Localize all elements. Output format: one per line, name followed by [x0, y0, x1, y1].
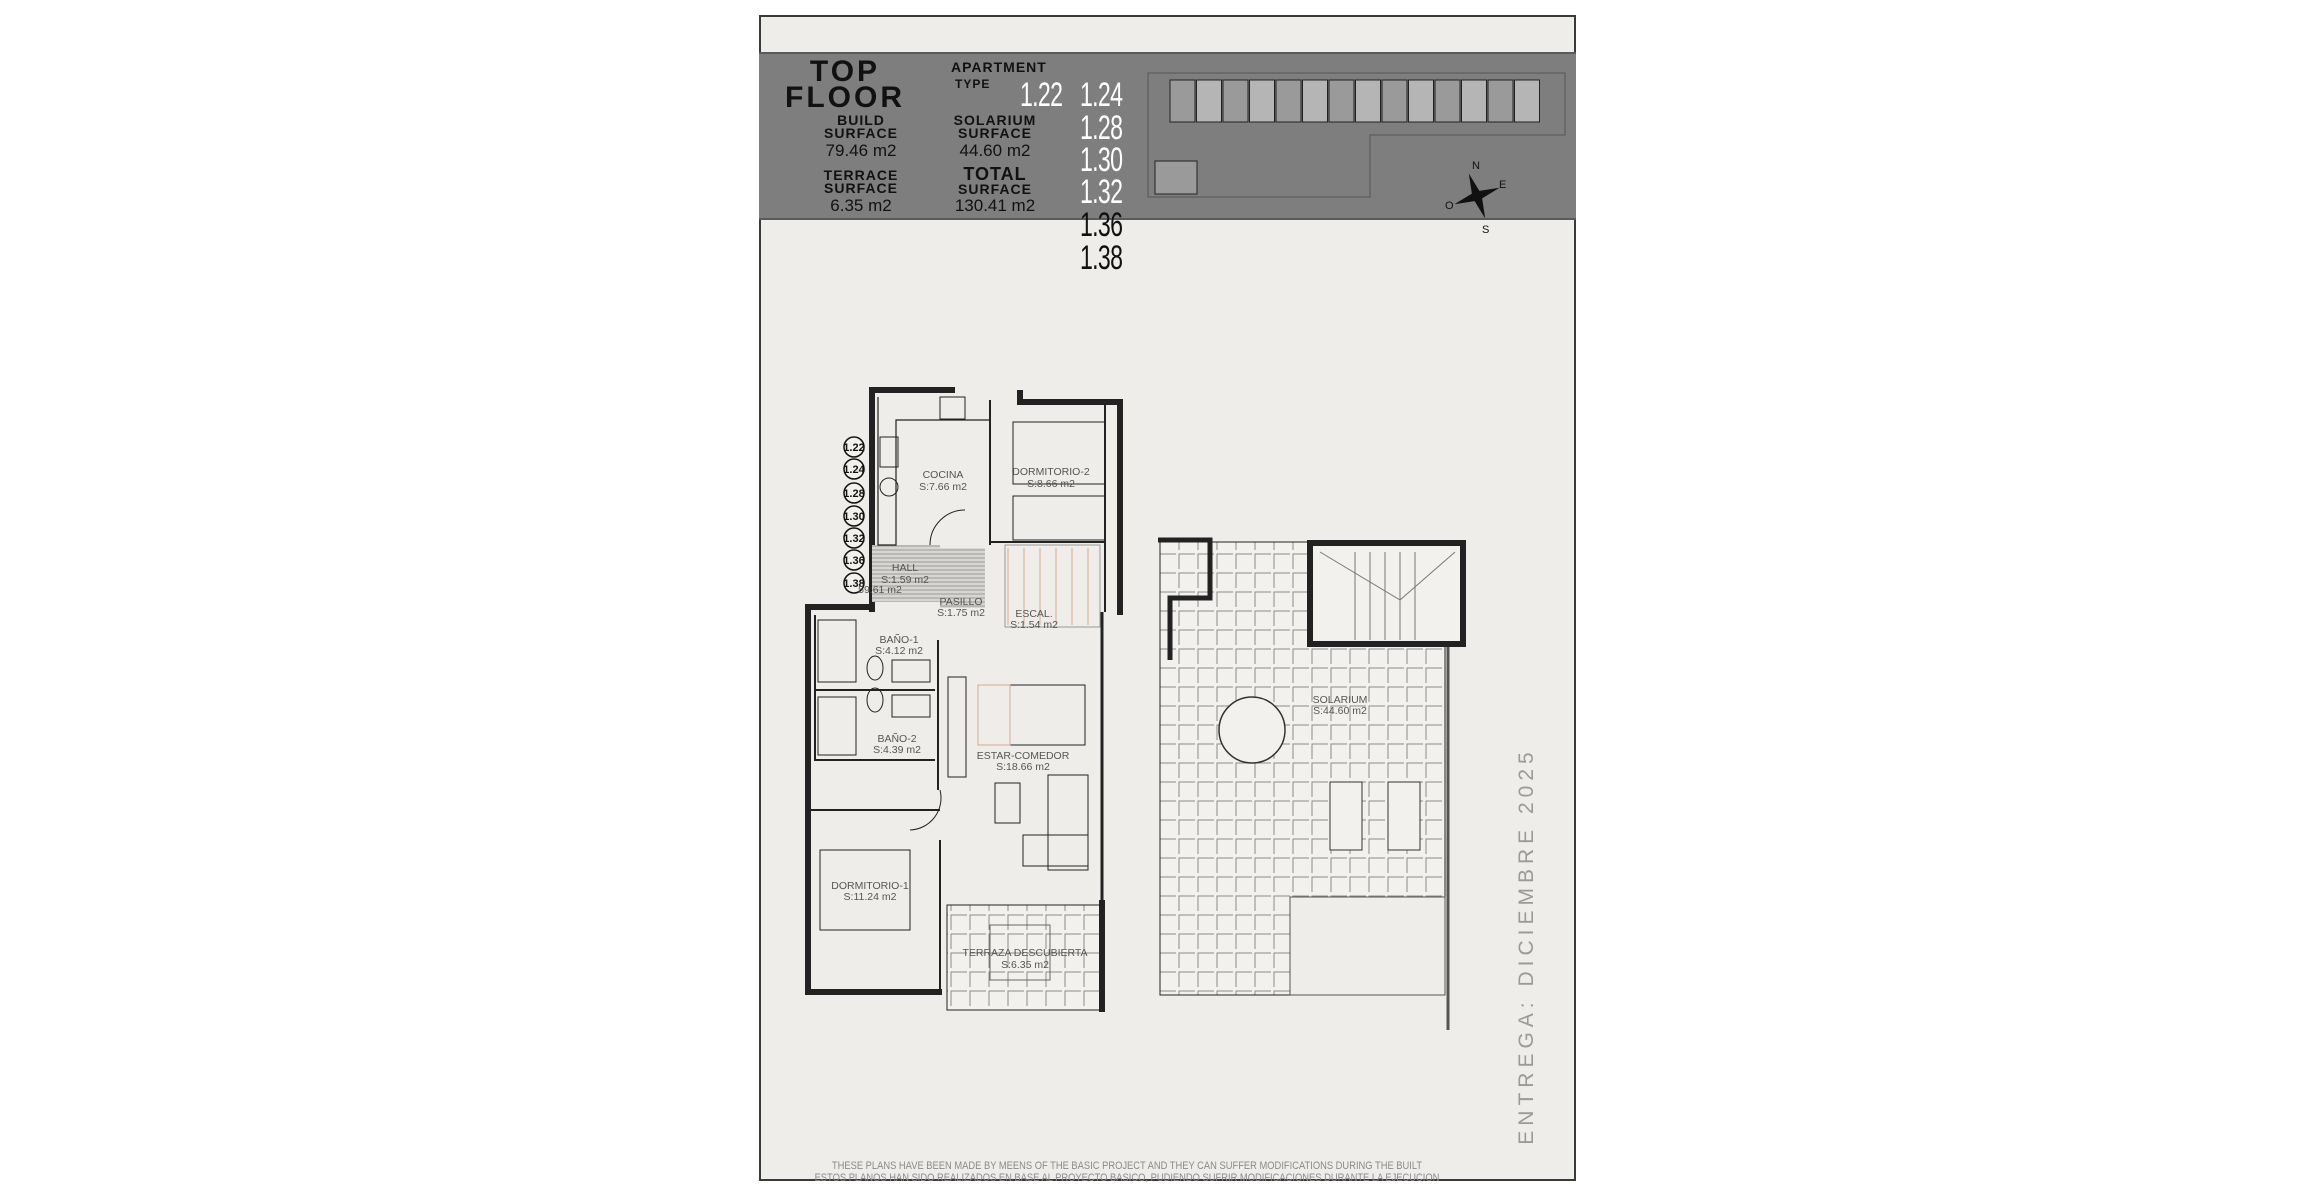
compass-icon: N E S O [1445, 160, 1506, 236]
solarium-surface-label-1: SOLARIUM [953, 112, 1037, 128]
site-building [1434, 79, 1461, 123]
solarium-surface-label-2: SURFACE [958, 125, 1032, 141]
room-estar-name: ESTAR-COMEDOR [977, 750, 1070, 762]
room-pasillo-name: PASILLO [940, 596, 983, 608]
room-solarium-area: S:44.60 m2 [1313, 705, 1367, 717]
compass-n: N [1472, 160, 1480, 172]
room-estar-area: S:18.66 m2 [996, 761, 1050, 773]
site-building [1302, 79, 1328, 123]
room-bano2-area: S:4.39 m2 [873, 744, 921, 756]
unit-marker: 1.24 [843, 458, 866, 480]
total-surface-label-2: SURFACE [958, 181, 1032, 197]
compass-s: S [1482, 224, 1489, 236]
room-cocina-area: S:7.66 m2 [919, 481, 967, 493]
room-labels: COCINA S:7.66 m2 DORMITORIO-2 S:8.66 m2 … [831, 466, 1367, 971]
unit-markers: 1.22 1.24 1.28 1.30 1.32 1.36 1.38 [843, 436, 866, 594]
site-map [1147, 72, 1566, 198]
terrace-surface-label-1: TERRACE [823, 167, 899, 183]
footer-disclaimer-en: THESE PLANS HAVE BEEN MADE BY MEENS OF T… [831, 1160, 1423, 1172]
solarium-area [1158, 537, 1466, 1030]
build-surface-label-1: BUILD [837, 112, 885, 128]
unit-marker-label: 1.28 [843, 488, 864, 500]
site-building [1222, 79, 1249, 123]
unit-marker-label: 1.30 [843, 511, 864, 523]
room-hall-extra: 59.61 m2 [858, 584, 902, 596]
room-hall-area: S:1.59 m2 [881, 574, 929, 586]
type-1-28: 1.28 [1080, 109, 1123, 147]
lower-block [805, 604, 1104, 995]
delivery-date: ENTREGA: DICIEMBRE 2025 [1515, 747, 1538, 1145]
upper-block [869, 387, 1123, 628]
floor-title-line2: FLOOR [785, 81, 905, 114]
compass-e: E [1499, 179, 1506, 191]
room-dormitorio2-area: S:8.66 m2 [1027, 478, 1075, 490]
floor-title-line1: TOP [809, 55, 881, 88]
unit-marker: 1.32 [843, 527, 865, 549]
unit-marker: 1.28 [843, 482, 865, 504]
type-1-30: 1.30 [1080, 141, 1123, 179]
room-escal-name: ESCAL. [1015, 608, 1052, 620]
type-1-38: 1.38 [1080, 239, 1123, 277]
room-dormitorio2-name: DORMITORIO-2 [1012, 466, 1090, 478]
unit-marker: 1.36 [843, 549, 865, 571]
unit-marker: 1.22 [843, 436, 865, 458]
type-label: TYPE [955, 77, 991, 91]
site-building [1355, 79, 1381, 123]
type-1-24: 1.24 [1080, 76, 1123, 114]
room-dormitorio1-name: DORMITORIO-1 [831, 880, 909, 892]
site-building [1408, 79, 1434, 123]
room-hall-name: HALL [892, 562, 918, 574]
room-bano1-name: BAÑO-1 [879, 633, 918, 646]
site-building [1461, 79, 1487, 123]
unit-marker-label: 1.38 [843, 578, 864, 590]
site-building [1275, 79, 1302, 123]
total-surface-label-1: TOTAL [963, 164, 1027, 184]
terrace-area [946, 900, 1105, 1012]
terrace-surface-label-2: SURFACE [824, 180, 898, 196]
room-cocina-name: COCINA [923, 469, 964, 481]
site-building [1487, 79, 1514, 123]
site-building [1196, 79, 1222, 123]
site-building [1169, 79, 1196, 123]
room-solarium-name: SOLARIUM [1313, 694, 1368, 706]
unit-marker-label: 1.24 [843, 464, 865, 476]
unit-marker-label: 1.22 [843, 442, 864, 454]
total-surface-value: 130.41 m2 [954, 196, 1036, 215]
type-1-36: 1.36 [1080, 206, 1123, 244]
unit-marker-label: 1.32 [843, 533, 864, 545]
solarium-surface-value: 44.60 m2 [959, 141, 1031, 160]
room-pasillo-area: S:1.75 m2 [937, 607, 985, 619]
room-terraza-area: S:6.35 m2 [1001, 959, 1049, 971]
site-building [1328, 79, 1355, 123]
terrace-surface-value: 6.35 m2 [830, 196, 892, 215]
room-bano2-name: BAÑO-2 [877, 732, 916, 745]
unit-marker: 1.30 [843, 505, 865, 527]
room-terraza-name: TERRAZA DESCUBIERTA [962, 947, 1087, 959]
room-escal-area: S:1.54 m2 [1010, 619, 1058, 631]
site-building [1514, 79, 1540, 123]
room-bano1-area: S:4.12 m2 [875, 645, 923, 657]
unit-marker: 1.38 [843, 572, 865, 594]
site-building [1249, 79, 1275, 123]
apartment-label: APARTMENT [951, 59, 1047, 75]
build-surface-label-2: SURFACE [824, 125, 898, 141]
type-1-32: 1.32 [1080, 173, 1123, 211]
compass-o: O [1445, 200, 1454, 212]
footer-disclaimer-es: ESTOS PLANOS HAN SIDO REALIZADOS EN BASE… [814, 1172, 1440, 1184]
room-dormitorio1-area: S:11.24 m2 [844, 891, 897, 903]
type-1-22: 1.22 [1020, 76, 1063, 114]
build-surface-value: 79.46 m2 [825, 141, 897, 160]
site-building [1381, 79, 1408, 123]
unit-marker-label: 1.36 [843, 555, 864, 567]
